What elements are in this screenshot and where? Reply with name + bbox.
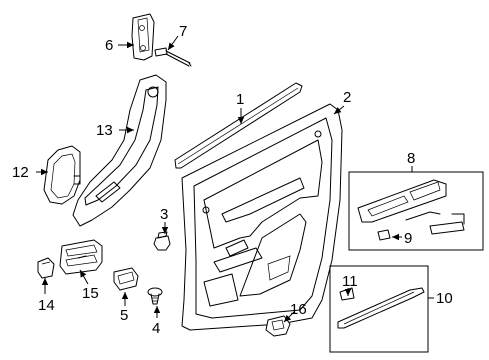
- leader-15: [79, 269, 89, 285]
- trim-strip-box-10: [329, 265, 429, 353]
- callout-5: 5: [120, 307, 128, 324]
- screw-part-4: [147, 287, 163, 305]
- armrest-panel-part-13: [72, 74, 167, 227]
- speaker-grille-part-12: [43, 145, 81, 205]
- callout-15: 15: [82, 285, 99, 302]
- leader-16: [283, 311, 295, 323]
- connector-part-14: [37, 257, 55, 279]
- callout-2: 2: [343, 89, 351, 106]
- callout-13: 13: [96, 122, 113, 139]
- callout-11: 11: [342, 273, 358, 290]
- switch-bezel-part-5: [113, 267, 139, 291]
- clip-part-3: [153, 231, 171, 251]
- leader-7: [167, 35, 179, 51]
- callout-8: 8: [407, 150, 415, 167]
- callout-7: 7: [179, 23, 187, 40]
- leader-lines: [36, 35, 434, 323]
- pin-part-7: [154, 47, 192, 67]
- switch-panel-box-8: [348, 171, 484, 251]
- callout-labels: 1 2 3 4 5 6 7 8 9 10 11 12 13 14 15 16: [12, 23, 453, 337]
- door-trim-panel-part-2: [181, 103, 343, 331]
- callout-4: 4: [152, 320, 160, 337]
- callout-12: 12: [12, 164, 29, 181]
- leader-2: [333, 105, 345, 115]
- callout-14: 14: [38, 297, 55, 314]
- callout-10: 10: [436, 290, 453, 307]
- callout-1: 1: [236, 91, 244, 108]
- weatherstrip-part-1: [174, 82, 303, 169]
- callout-9: 9: [404, 230, 412, 247]
- bracket-part-6: [131, 13, 155, 61]
- window-switch-part-15: [59, 239, 103, 275]
- callout-6: 6: [105, 37, 113, 54]
- callout-16: 16: [290, 301, 307, 318]
- callout-3: 3: [160, 206, 168, 223]
